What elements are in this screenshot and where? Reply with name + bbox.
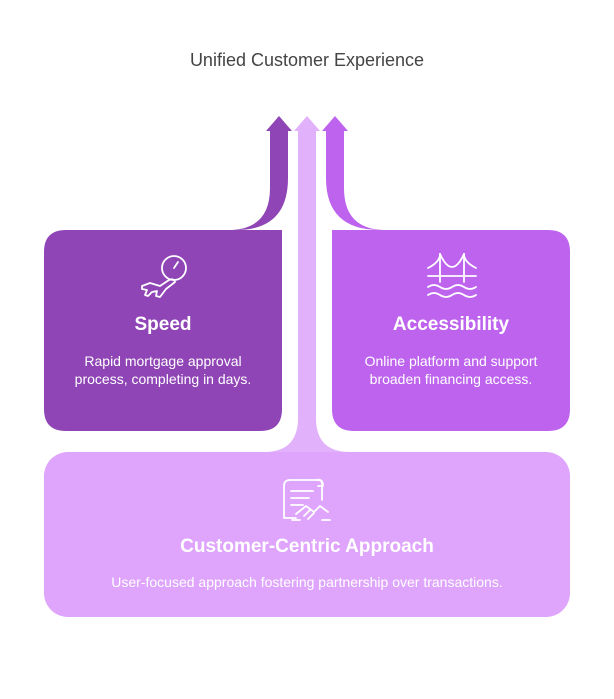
- speed-card-shape: [44, 130, 288, 431]
- speed-description: Rapid mortgage approval process, complet…: [74, 353, 252, 387]
- accessibility-title: Accessibility: [392, 314, 510, 335]
- accessibility-description: Online platform and support broaden fina…: [364, 353, 538, 387]
- base-description: User-focused approach fostering partners…: [111, 574, 503, 590]
- accessibility-arrow-head: [322, 116, 348, 131]
- speed-title: Speed: [134, 314, 192, 335]
- speed-arrow-head: [266, 116, 292, 131]
- plane-clock-icon: [141, 255, 187, 298]
- accessibility-card-shape: [326, 130, 570, 431]
- base-card-shape: [44, 452, 570, 617]
- center-arrow-head: [294, 116, 320, 131]
- diagram-title: Unified Customer Experience: [189, 50, 425, 70]
- contract-handshake-icon: [283, 478, 331, 521]
- base-title: Customer-Centric Approach: [180, 536, 434, 557]
- bridge-icon: [427, 253, 477, 298]
- center-arrow-shape: [264, 130, 350, 452]
